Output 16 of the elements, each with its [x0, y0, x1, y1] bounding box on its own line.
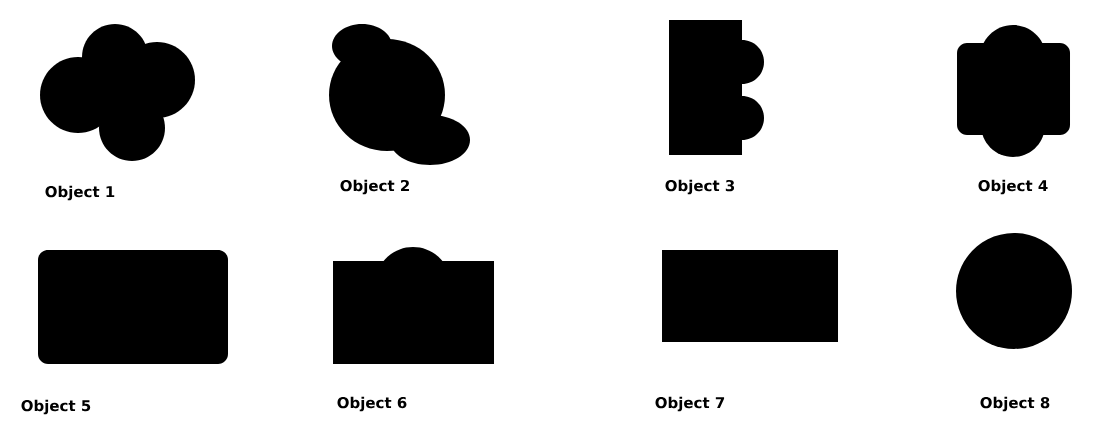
object-label: Object 7: [655, 396, 725, 412]
shape-silhouette: [333, 247, 494, 364]
object-label: Object 5: [21, 399, 91, 415]
shape-silhouette: [957, 25, 1070, 157]
object-label: Object 1: [45, 185, 115, 201]
object-label: Object 3: [665, 179, 735, 195]
object-label: Object 2: [340, 179, 409, 195]
object-label: Object 8: [980, 396, 1050, 412]
shape-silhouette: [329, 24, 470, 165]
shape-silhouette: [956, 233, 1072, 349]
object-label: Object 6: [337, 396, 407, 412]
object-label: Object 4: [978, 179, 1048, 195]
shape-silhouette: [38, 250, 228, 364]
shape-silhouette: [669, 20, 764, 155]
shape-silhouette: [662, 250, 838, 342]
shape-silhouette: [40, 24, 195, 161]
